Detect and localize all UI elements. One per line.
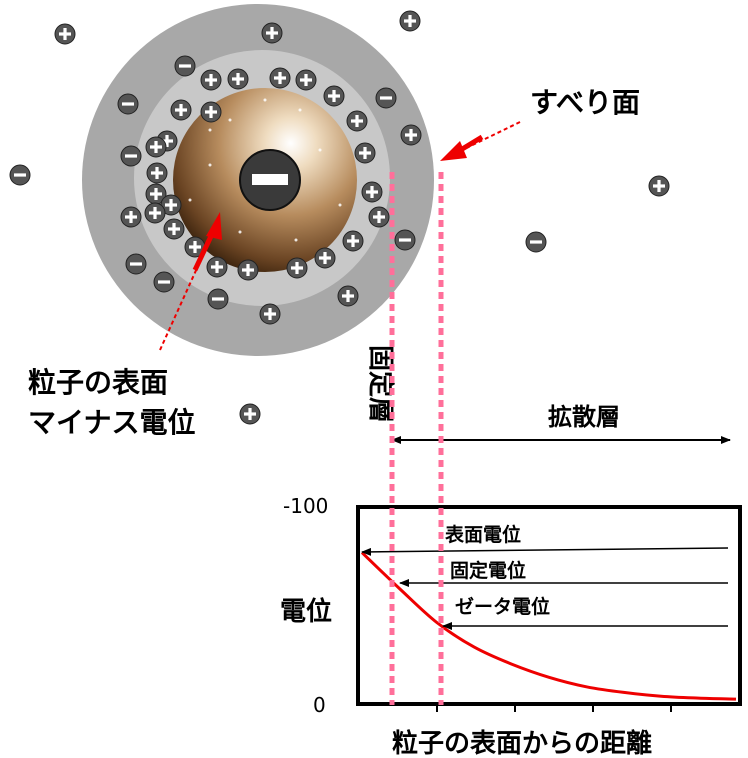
anion-icon [9, 164, 31, 186]
surface-potential-arrow-line [361, 547, 729, 556]
x-ticks [436, 704, 672, 712]
cation-icon [346, 110, 368, 132]
potential-curve [360, 551, 737, 701]
cation-icon [146, 162, 168, 184]
graph-fixed-potential-label: 固定電位 [450, 559, 526, 582]
anion-icon [525, 231, 547, 253]
anion-icon [375, 87, 397, 109]
cation-icon [342, 230, 364, 252]
cation-icon [200, 101, 222, 123]
y-min-label: 0 [313, 693, 326, 717]
cation-icon [144, 202, 166, 224]
cation-icon [163, 218, 185, 240]
cation-icon [259, 303, 281, 325]
cation-icon [286, 257, 308, 279]
anion-icon [120, 145, 142, 167]
graph-frame [356, 505, 742, 706]
cation-icon [261, 22, 283, 44]
potential-graph: 表面電位 固定電位 ゼータ電位 -100 0 電位 粒子の表面からの距離 [280, 494, 742, 758]
graph-surface-potential-label: 表面電位 [445, 523, 521, 546]
cation-icon [648, 175, 670, 197]
cation-icon [237, 259, 259, 281]
y-axis-label: 電位 [280, 596, 332, 627]
cation-icon [206, 256, 228, 278]
y-max-label: -100 [283, 494, 328, 518]
slip-plane-label: すべり面 [530, 86, 640, 119]
cation-icon [337, 285, 359, 307]
cation-icon [400, 124, 422, 146]
cation-icon [361, 181, 383, 203]
graph-zeta-potential-label: ゼータ電位 [455, 595, 550, 618]
cation-icon [145, 136, 167, 158]
surface-potential-arrow [159, 212, 222, 351]
cation-icon [399, 10, 421, 32]
cation-icon [227, 68, 249, 90]
anion-icon [207, 288, 229, 310]
cation-icon [314, 247, 336, 269]
cation-icon [323, 85, 345, 107]
cation-icon [200, 69, 222, 91]
ions [9, 10, 670, 425]
anion-icon [174, 55, 196, 77]
slip-plane-arrow [440, 121, 521, 161]
anion-icon [153, 271, 175, 293]
particle-negative-charge [239, 149, 301, 211]
particle-sparkles [188, 98, 342, 242]
cation-icon [269, 67, 291, 89]
cation-icon [368, 206, 390, 228]
surface-label-line1: 粒子の表面 [28, 366, 168, 399]
charged-particle [82, 4, 434, 356]
cation-icon [54, 23, 76, 45]
cation-icon [239, 403, 261, 425]
cation-icon [120, 206, 142, 228]
anion-icon [125, 253, 147, 275]
cation-icon [295, 69, 317, 91]
cation-icon [170, 99, 192, 121]
cation-icon [354, 142, 376, 164]
diffuse-layer-label: 拡散層 [548, 403, 620, 431]
x-axis-label: 粒子の表面からの距離 [392, 728, 652, 758]
anion-icon [394, 229, 416, 251]
anion-icon [117, 93, 139, 115]
surface-label-line2: マイナス電位 [28, 406, 195, 439]
